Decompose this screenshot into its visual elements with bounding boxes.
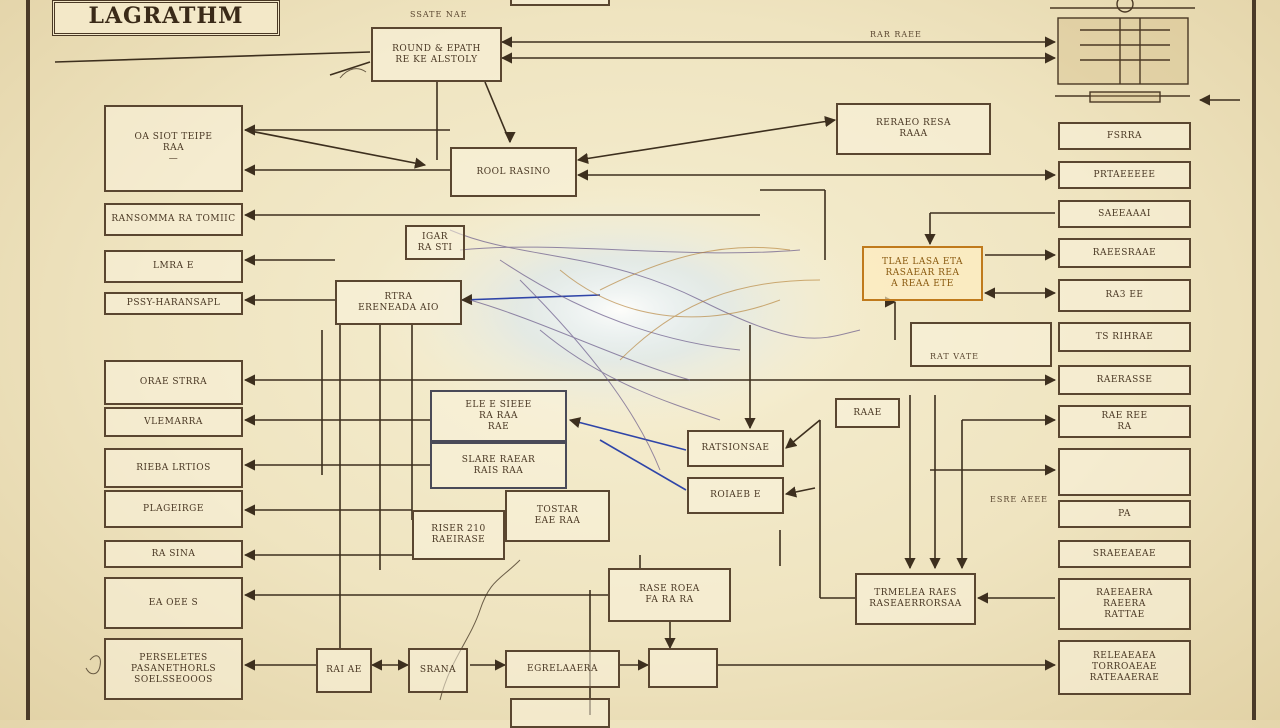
scribble-note-4: ESRE AEEE <box>990 495 1049 504</box>
node-top-mid: ROUND & EPATH RE KE ALSTOLY <box>371 27 502 82</box>
scribble-note-2: RAR RAEE <box>870 30 922 39</box>
node-left-11: PERSELETES PASANETHORLS SOELSSEOOOS <box>104 638 243 700</box>
node-bottom-3: EGRELAAERA <box>505 650 620 688</box>
node-center-5: SLARE RAEAR RAIS RAA <box>430 442 567 489</box>
node-far-4: RAEESRAAE <box>1058 238 1191 268</box>
node-far-10: SRAEEAEAE <box>1058 540 1191 568</box>
node-far-2: PRTAEEEEE <box>1058 161 1191 189</box>
node-center-7: TOSTAR EAE RAA <box>505 490 610 542</box>
scribble-note-3: RAT VATE <box>930 352 979 361</box>
node-center-1: ROOL RASINO <box>450 147 577 197</box>
node-left-2: RANSOMMA RA TOMIIC <box>104 203 243 236</box>
node-right-highlight: TLAE LASA ETA RASAEAR REA A REAA ETE <box>862 246 983 301</box>
node-left-6: VLEMARRA <box>104 407 243 437</box>
node-center-10: RASE ROEA FA RA RA <box>608 568 731 622</box>
node-center-9: ROIAEB E <box>687 477 784 514</box>
node-left-5: ORAE STRRA <box>104 360 243 405</box>
left-frame-edge <box>26 0 30 720</box>
node-far-8: RAE REE RA <box>1058 405 1191 438</box>
node-center-3: IGAR RA STI <box>405 225 465 260</box>
node-bottom-5 <box>510 698 610 728</box>
node-bottom-4 <box>648 648 718 688</box>
node-left-4: PSSY-HARANSAPL <box>104 292 243 315</box>
node-center-8: RATSIONSAE <box>687 430 784 467</box>
right-frame-edge <box>1252 0 1256 720</box>
diagram-title: LAGRATHM <box>52 0 280 36</box>
node-bottom-2: SRANA <box>408 648 468 693</box>
node-top-cut <box>510 0 610 6</box>
node-left-3: LMRA E <box>104 250 243 283</box>
node-far-9: PA <box>1058 500 1191 528</box>
node-left-8: PLAGEIRGE <box>104 490 243 528</box>
node-far-5: RA3 EE <box>1058 279 1191 312</box>
node-left-9: RA SINA <box>104 540 243 568</box>
node-far-1: FSRRA <box>1058 122 1191 150</box>
node-center-11: RAAE <box>835 398 900 428</box>
node-far-6: TS RIHRAE <box>1058 322 1191 352</box>
node-right-top-1: RERAEO RESA RAAA <box>836 103 991 155</box>
node-left-1: OA SIOT TEIPE RAA — <box>104 105 243 192</box>
node-far-9a <box>1058 448 1191 496</box>
node-far-3: SAEEAAAI <box>1058 200 1191 228</box>
node-far-11: RAEEAERA RAEERA RATTAE <box>1058 578 1191 630</box>
node-right-9: TRMELEA RAES RASEAERRORSAA <box>855 573 976 625</box>
node-left-10: EA OEE S <box>104 577 243 629</box>
node-center-2: RTRA ERENEADA AIO <box>335 280 462 325</box>
node-center-4: ELE E SIEEE RA RAA RAE <box>430 390 567 442</box>
node-bottom-1: RAI AE <box>316 648 372 693</box>
node-far-7: RAERASSE <box>1058 365 1191 395</box>
scribble-note-1: SSATE NAE <box>410 10 468 19</box>
node-center-6: RISER 210 RAEIRASE <box>412 510 505 560</box>
node-left-7: RIEBA LRTIOS <box>104 448 243 488</box>
node-far-12: RELEAEAEA TORROAEAE RATEAAERAE <box>1058 640 1191 695</box>
top-right-machine-sketch <box>1050 0 1195 103</box>
node-right-mid <box>910 322 1052 367</box>
